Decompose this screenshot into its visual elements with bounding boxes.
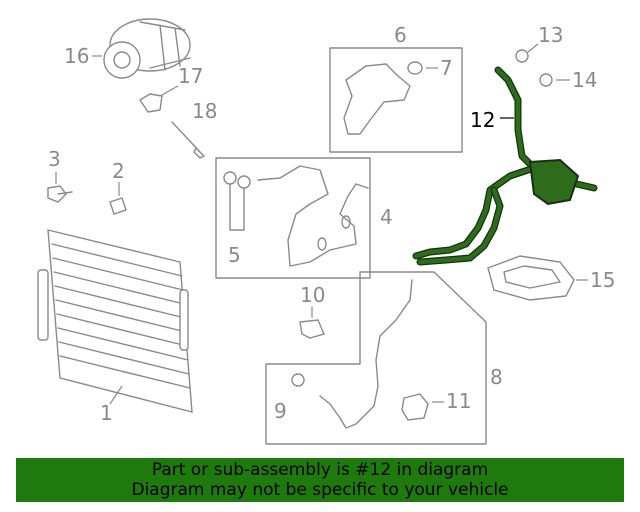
callout-4: 4 bbox=[380, 205, 393, 229]
hose-assembly-part-12 bbox=[412, 66, 598, 266]
parts-diagram: 16 17 18 3 2 1 4 5 bbox=[37, 18, 615, 445]
info-banner: Part or sub-assembly is #12 in diagram D… bbox=[16, 458, 624, 502]
connector-part-10 bbox=[299, 319, 325, 339]
bolt-part-3 bbox=[47, 185, 73, 203]
callout-6: 6 bbox=[394, 23, 407, 47]
callout-3: 3 bbox=[48, 147, 61, 171]
banner-line-2: Diagram may not be specific to your vehi… bbox=[131, 480, 509, 500]
banner-line-1: Part or sub-assembly is #12 in diagram bbox=[151, 460, 489, 480]
callout-9: 9 bbox=[274, 399, 287, 423]
callout-18: 18 bbox=[192, 99, 217, 123]
callout-5: 5 bbox=[228, 243, 241, 267]
callout-1: 1 bbox=[100, 401, 113, 425]
callout-2: 2 bbox=[112, 159, 125, 183]
group-box-6 bbox=[329, 47, 463, 153]
gasket-part-15 bbox=[487, 255, 575, 301]
callout-12: 12 bbox=[470, 108, 495, 132]
group-box-8 bbox=[265, 271, 487, 445]
callout-15: 15 bbox=[590, 268, 615, 292]
bolt-part-18 bbox=[171, 121, 205, 159]
callout-14: 14 bbox=[572, 68, 597, 92]
callout-10: 10 bbox=[300, 283, 325, 307]
callout-11: 11 bbox=[446, 389, 471, 413]
o-ring-part-13 bbox=[515, 49, 529, 63]
callout-13: 13 bbox=[538, 23, 563, 47]
clip-part-2 bbox=[109, 197, 127, 215]
compressor-part-16 bbox=[103, 18, 191, 79]
callout-8: 8 bbox=[490, 365, 503, 389]
callout-7: 7 bbox=[440, 56, 453, 80]
bracket-part-17 bbox=[139, 93, 163, 113]
o-ring-part-14 bbox=[539, 73, 553, 87]
callout-17: 17 bbox=[178, 64, 203, 88]
condenser-part-1 bbox=[37, 229, 193, 413]
callout-16: 16 bbox=[64, 44, 89, 68]
group-box-4 bbox=[215, 157, 371, 279]
